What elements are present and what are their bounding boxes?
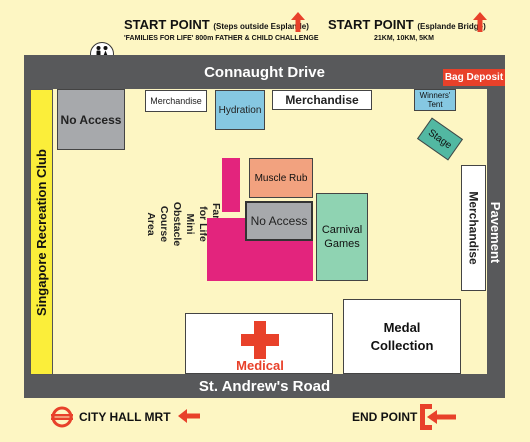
start-point-2-label: START POINT <box>328 17 414 32</box>
merchandise-right-label: Merchandise <box>466 191 481 265</box>
no-access-left: No Access <box>57 89 125 150</box>
start-point-2-note: (Esplande Bridge) <box>417 22 486 31</box>
up-arrow-icon <box>291 12 305 32</box>
mrt-logo-icon <box>51 406 73 428</box>
road-connaught-drive: Connaught Drive <box>24 55 505 89</box>
winners-tent: Winners' Tent <box>414 89 456 111</box>
stage: Stage <box>416 117 464 161</box>
road-west-edge <box>24 89 31 375</box>
medical-area: Medical <box>185 313 333 374</box>
medical-cross-icon <box>241 321 279 359</box>
start-point-2-sub: 21KM, 10KM, 5KM <box>374 35 434 42</box>
club-label: Singapore Recreation Club <box>34 148 49 316</box>
muscle-rub: Muscle Rub <box>249 158 313 198</box>
left-arrow-icon <box>178 409 200 423</box>
up-arrow-icon <box>473 12 487 32</box>
pavement-label: Pavement <box>487 89 505 375</box>
hydration: Hydration <box>215 90 265 130</box>
pavement-strip <box>487 89 505 375</box>
obstacle-course-strip <box>222 158 240 212</box>
merchandise-top: Merchandise <box>272 90 372 110</box>
start-point-1-label: START POINT <box>124 17 210 32</box>
start-point-2-title: START POINT (Esplande Bridge) <box>328 17 486 32</box>
start-point-1-title: START POINT (Steps outside Esplande) <box>124 17 309 32</box>
no-access-center: No Access <box>245 201 313 241</box>
mrt-label: CITY HALL MRT <box>79 410 171 424</box>
end-point-label: END POINT <box>352 410 418 424</box>
start-point-1-note: (Steps outside Esplande) <box>213 22 309 31</box>
road-st-andrews: St. Andrew's Road <box>24 374 505 398</box>
merchandise-small: Merchandise <box>145 90 207 112</box>
end-point-icon <box>420 404 456 430</box>
mini-obstacle-course-label: Families for Life Mini Obstacle Course A… <box>145 150 222 298</box>
singapore-recreation-club: Singapore Recreation Club <box>30 89 53 375</box>
merchandise-right: Merchandise <box>461 165 486 291</box>
start-point-1-sub: 'FAMILIES FOR LIFE' 800m FATHER & CHILD … <box>124 35 319 42</box>
medical-label: Medical <box>236 358 284 373</box>
pavement-text: Pavement <box>488 201 504 263</box>
medal-collection: Medal Collection <box>343 299 461 374</box>
bag-deposit: Bag Deposit <box>443 69 505 86</box>
carnival-games: Carnival Games <box>316 193 368 281</box>
